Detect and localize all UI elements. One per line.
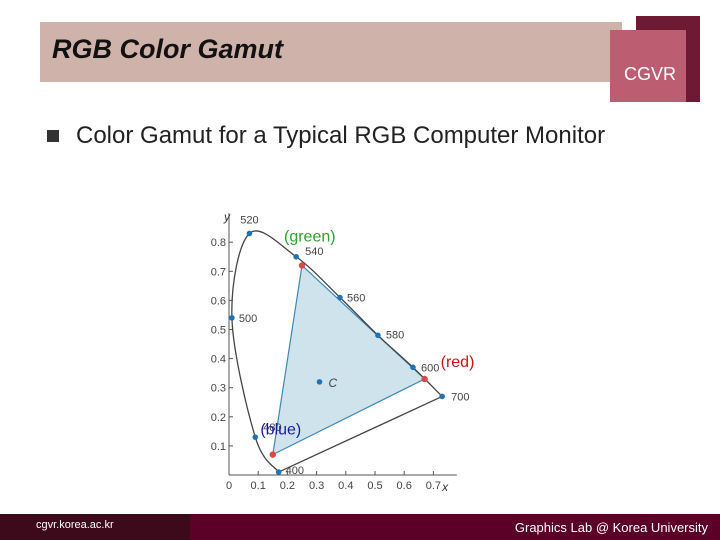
x-tick-label: 0.3 <box>309 480 324 492</box>
primary-points: (green) (red) (blue) <box>260 228 475 458</box>
badge-box <box>610 30 686 102</box>
x-tick-label: 0.6 <box>397 480 412 492</box>
locus-label: 400 <box>286 465 304 477</box>
slide-title: RGB Color Gamut <box>52 34 284 64</box>
y-tick-label: 0.2 <box>211 412 226 424</box>
locus-label: 500 <box>239 313 257 325</box>
locus-point <box>275 469 282 475</box>
line-of-purples <box>278 395 443 473</box>
title-bar: RGB Color Gamut <box>40 22 622 82</box>
rgb-gamut-triangle <box>272 264 426 456</box>
footer-left-panel <box>0 514 190 540</box>
x-tick-label: 0.4 <box>338 480 353 492</box>
white-point <box>316 379 323 385</box>
primary-point <box>269 451 276 458</box>
locus-label: 540 <box>305 246 323 258</box>
y-tick-label: 0.6 <box>211 295 226 307</box>
locus-point <box>252 434 259 440</box>
primary-label: (red) <box>441 354 475 371</box>
y-tick-label: 0.5 <box>211 325 226 337</box>
x-tick-label: 0.1 <box>251 480 266 492</box>
spectral-locus-points: 520 540 560 580 600 700 500 480 400 C <box>229 214 470 477</box>
y-tick-label: 0.1 <box>211 441 226 453</box>
locus-point <box>229 315 235 321</box>
white-point-label: C <box>329 376 338 390</box>
primary-label: (green) <box>284 228 336 245</box>
tick-labels: 0 0.1 0.2 0.3 0.4 0.5 0.6 0.7 0.1 0.2 0.3 0.4 0.5 0.6… <box>211 210 449 494</box>
locus-point <box>337 294 343 301</box>
bullet-text: Color Gamut for a Typical RGB Computer M… <box>76 122 606 149</box>
y-tick-label: 0.3 <box>211 383 226 395</box>
badge-label: CGVR <box>623 64 676 84</box>
x-tick-label: 0 <box>226 480 232 492</box>
y-tick-label: 0.4 <box>211 354 226 366</box>
primary-label: (blue) <box>260 422 301 439</box>
bullet-marker <box>47 130 59 142</box>
locus-label: 600 <box>421 362 439 374</box>
y-axis-label: y <box>223 210 231 224</box>
footer-credit: Graphics Lab @ Korea University <box>514 520 708 535</box>
x-tick-label: 0.5 <box>367 480 382 492</box>
locus-label: 520 <box>240 214 258 226</box>
x-axis-label: x <box>441 480 449 494</box>
axes <box>228 213 457 476</box>
primary-point <box>298 262 306 269</box>
y-tick-label: 0.7 <box>211 266 226 278</box>
locus-point <box>246 230 253 237</box>
primary-point <box>421 375 428 383</box>
y-tick-label: 0.8 <box>211 237 226 249</box>
footer-url: cgvr.korea.ac.kr <box>36 519 114 531</box>
x-tick-label: 0.2 <box>280 480 295 492</box>
spectral-locus-curve <box>231 230 443 473</box>
locus-point <box>410 364 416 371</box>
locus-label: 580 <box>386 329 404 341</box>
locus-point <box>293 253 299 260</box>
chromaticity-diagram: 520 540 560 580 600 700 500 480 400 C (green) (red… <box>211 210 475 494</box>
locus-label: 700 <box>451 391 469 403</box>
locus-label: 480 <box>263 422 281 434</box>
locus-point <box>375 332 381 339</box>
locus-label: 560 <box>347 292 365 304</box>
x-tick-label: 0.7 <box>426 480 441 492</box>
locus-point <box>439 393 445 400</box>
